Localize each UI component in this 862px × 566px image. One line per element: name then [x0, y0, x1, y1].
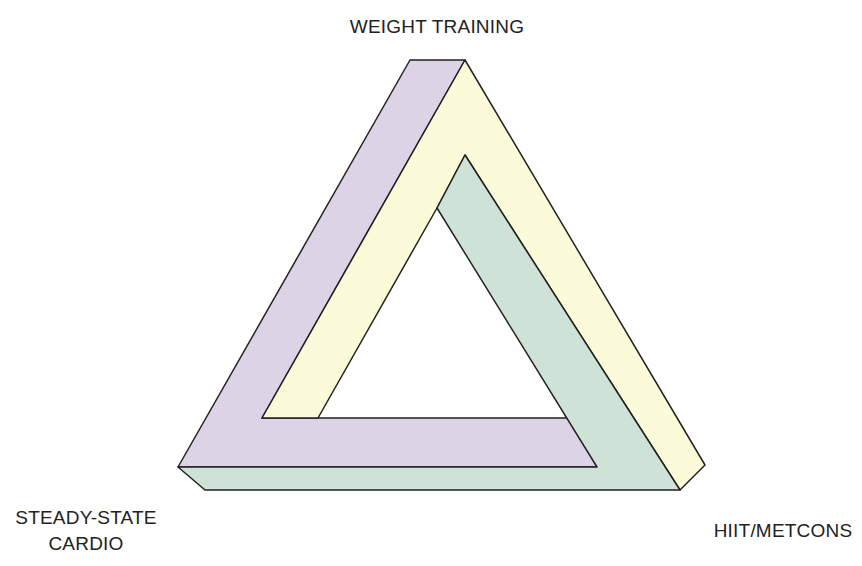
corner-label: STEADY-STATE CARDIO — [11, 505, 161, 557]
corner-label: HIIT/METCONS — [708, 518, 858, 544]
green-band — [178, 155, 680, 490]
corner-label: WEIGHT TRAINING — [307, 14, 567, 40]
